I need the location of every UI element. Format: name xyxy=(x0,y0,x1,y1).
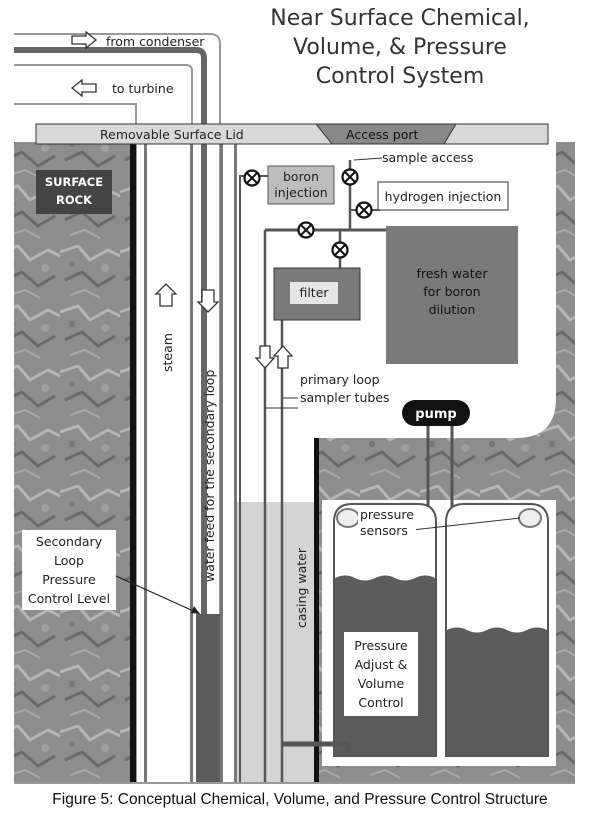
steam-label: steam xyxy=(160,333,175,372)
surface-rock-line-1: SURFACE xyxy=(45,175,103,189)
condenser-pipe xyxy=(14,33,221,784)
hydrogen-injection-label: hydrogen injection xyxy=(385,189,502,204)
steam-pipe-left xyxy=(144,142,147,784)
title-line-2: Volume, & Pressure xyxy=(293,35,507,60)
figure-caption: Figure 5: Conceptual Chemical, Volume, a… xyxy=(52,791,548,808)
to-turbine-label: to turbine xyxy=(112,81,174,96)
access-port xyxy=(314,123,457,145)
left-pressure-sensor xyxy=(336,508,360,528)
access-port-label: Access port xyxy=(346,127,418,142)
pressure-sensors-line-1: pressure xyxy=(360,507,414,522)
surface-rock-box xyxy=(36,170,112,214)
sampler-down-arrow xyxy=(254,345,276,369)
sample-access-leader xyxy=(353,157,383,161)
secondary-level-line-4: Control Level xyxy=(28,591,110,606)
water-feed-pipe-right xyxy=(220,142,223,784)
tank-connection-pipe xyxy=(282,741,351,752)
hydrogen-valve[interactable] xyxy=(355,201,373,219)
to-turbine-arrow xyxy=(70,78,97,98)
secondary-level-arrowhead xyxy=(191,606,200,614)
sampler-up-arrow xyxy=(272,345,294,369)
sensor-leader-right xyxy=(411,517,521,531)
pressure-adjust-box xyxy=(344,632,418,716)
pressure-adjust-line-4: Control xyxy=(358,695,403,710)
title-line-3: Control System xyxy=(315,64,485,89)
filter-label-bg xyxy=(290,282,338,304)
from-condenser-arrow xyxy=(71,30,98,50)
primary-loop-line-2: sampler tubes xyxy=(300,390,390,405)
steam-pipe-right xyxy=(190,142,193,784)
secondary-level-leader xyxy=(115,575,201,615)
fresh-water-line-1: fresh water xyxy=(417,266,489,281)
hydrogen-injection-box xyxy=(377,181,509,211)
secondary-loop-water xyxy=(196,614,220,784)
boron-injection-box xyxy=(267,165,335,205)
fresh-water-line-2: for boron xyxy=(423,284,480,299)
left-casing-wall xyxy=(130,142,136,784)
ground-bottom xyxy=(14,782,575,784)
right-tank-water xyxy=(447,627,547,755)
casing-water xyxy=(236,502,318,784)
steam-up-arrow xyxy=(154,283,178,307)
primary-loop-line-1: primary loop xyxy=(300,372,380,387)
sample-access-label: sample access xyxy=(382,150,474,165)
boron-injection-line-2: injection xyxy=(274,185,327,200)
pump-label: pump xyxy=(415,407,456,422)
pressure-adjust-line-2: Adjust & xyxy=(355,657,408,672)
filter-valve[interactable] xyxy=(331,241,349,259)
fresh-water-line-3: dilution xyxy=(429,302,476,317)
boron-valve[interactable] xyxy=(243,169,261,187)
boron-injection-line-1: boron xyxy=(283,169,319,184)
surface-rock-line-2: ROCK xyxy=(56,193,93,207)
condenser-pipe-inner xyxy=(14,47,207,784)
pressure-sensors-box xyxy=(358,506,416,540)
surface-lid-label: Removable Surface Lid xyxy=(100,127,244,142)
pressure-sensors-line-2: sensors xyxy=(360,523,408,538)
diagram-title: Near Surface Chemical, Volume, & Pressur… xyxy=(250,4,550,91)
sample-valve[interactable] xyxy=(341,168,359,186)
right-pressure-sensor xyxy=(518,508,542,528)
secondary-level-line-3: Pressure xyxy=(42,572,96,587)
secondary-level-line-1: Secondary xyxy=(36,534,103,549)
casing-wall-right xyxy=(314,438,319,784)
from-condenser-label: from condenser xyxy=(106,34,205,49)
fresh-water-tank xyxy=(386,226,518,364)
casing-water-label: casing water xyxy=(294,547,309,628)
inner-casing-left xyxy=(234,142,237,784)
pressure-adjust-line-1: Pressure xyxy=(354,638,408,653)
secondary-level-box xyxy=(22,530,116,610)
filter-label: filter xyxy=(299,285,329,300)
feed-down-arrow xyxy=(196,289,220,313)
pressure-adjust-line-3: Volume xyxy=(358,676,405,691)
secondary-level-line-2: Loop xyxy=(54,553,84,568)
turbine-pipe xyxy=(14,64,193,784)
pump[interactable] xyxy=(402,400,470,426)
water-feed-label: water feed for the secondary loop xyxy=(202,370,217,582)
header-valve[interactable] xyxy=(297,221,315,239)
title-line-1: Near Surface Chemical, xyxy=(270,6,530,31)
